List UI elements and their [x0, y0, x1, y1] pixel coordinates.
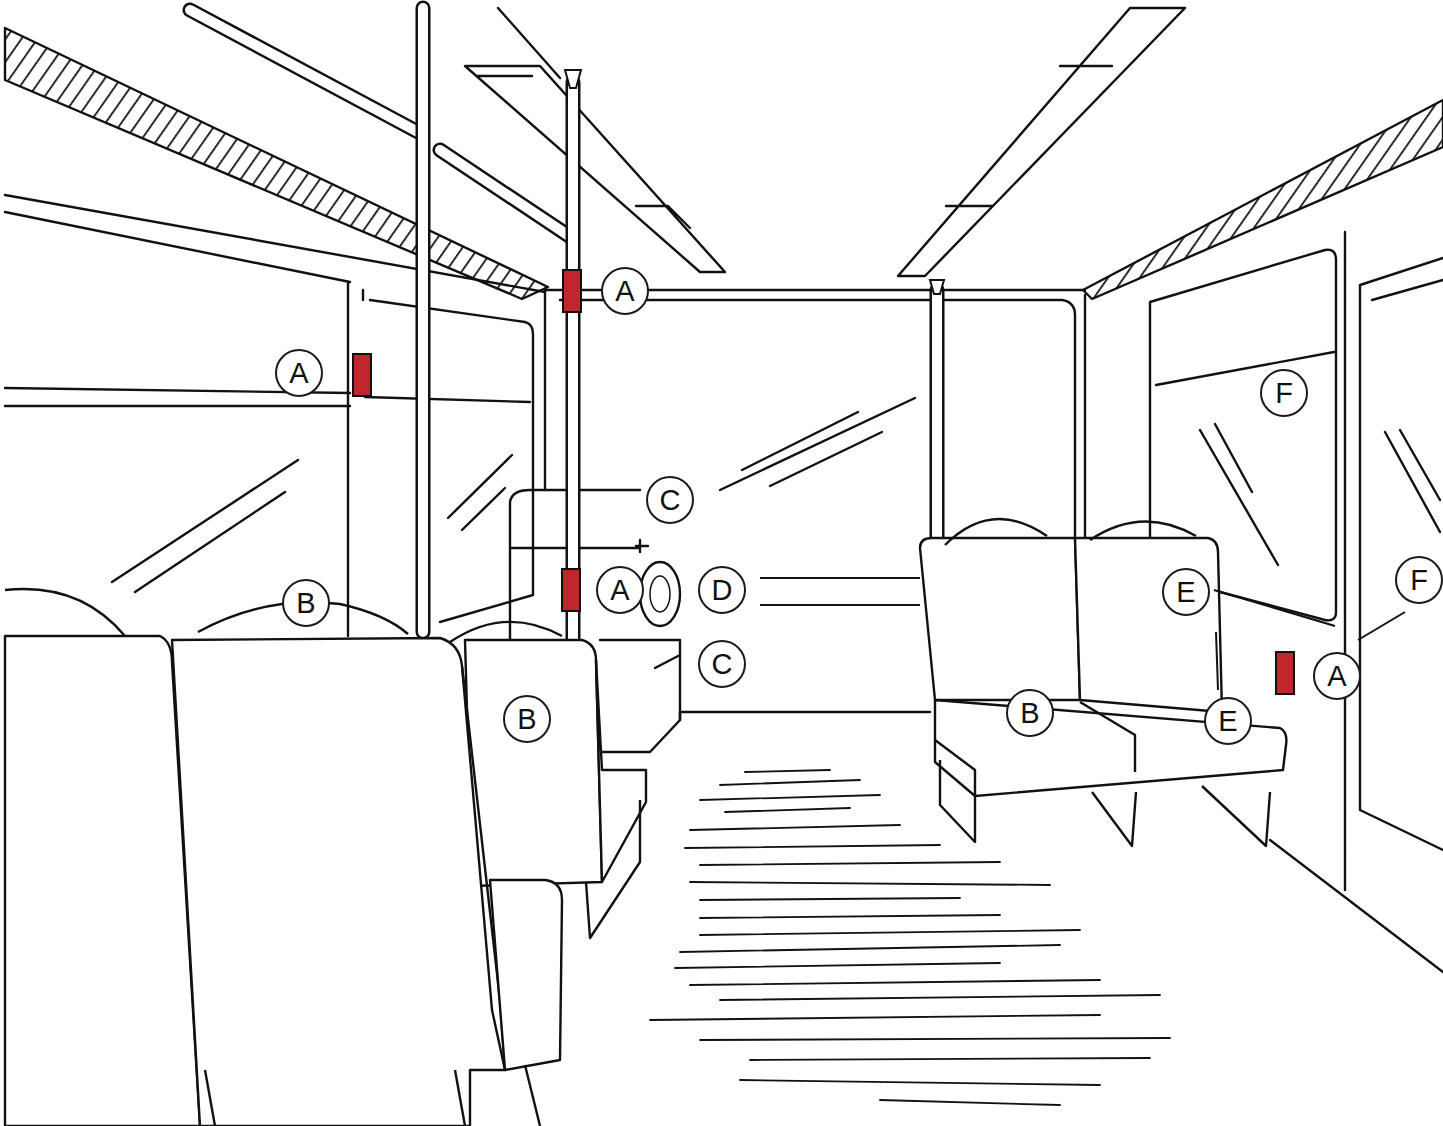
seat-headrail [5, 589, 408, 636]
glass-glare [1385, 430, 1440, 532]
rail-fill [190, 10, 572, 238]
callout-circle: B [1006, 689, 1054, 737]
callout-letter: C [712, 650, 733, 679]
window-frame [348, 282, 533, 636]
end-wall [545, 290, 1085, 720]
callout-circle: A [596, 566, 644, 614]
wall-line [5, 195, 545, 406]
pole-outline [423, 8, 937, 640]
callout-letter: A [610, 576, 629, 605]
red-marker [1276, 652, 1294, 694]
callout-circle: A [1313, 652, 1361, 700]
pole-fill [423, 8, 937, 640]
callout-letter: B [296, 589, 315, 618]
callout-circle: D [698, 566, 746, 614]
glass-glare [720, 398, 915, 490]
callout-letter: A [615, 277, 634, 306]
callout-letter: F [1410, 566, 1428, 595]
callout-circle: F [1395, 556, 1443, 604]
callout-letter: C [660, 486, 681, 515]
seat-headrail [945, 519, 1196, 545]
seat-back [1075, 538, 1222, 712]
callout-letter: A [1327, 662, 1346, 691]
callout-letter: B [1020, 699, 1039, 728]
seat-cushion [490, 880, 562, 1070]
grab-rails [190, 8, 944, 640]
callout-letter: E [1218, 707, 1237, 736]
callout-circle: A [601, 267, 649, 315]
seat-leg [205, 1065, 540, 1126]
seat-back [172, 638, 505, 1126]
steering-wheel [640, 562, 680, 626]
red-marker [562, 569, 580, 611]
seat-side [596, 660, 646, 882]
callout-circle: B [282, 579, 330, 627]
ceiling-light [898, 8, 1185, 276]
callout-circle: C [698, 640, 746, 688]
callout-circle: F [1260, 369, 1308, 417]
seat-leg [940, 760, 1270, 846]
seat-leg [586, 800, 640, 938]
callout-circle: C [646, 476, 694, 524]
callout-letter: A [289, 359, 308, 388]
callout-letter: D [712, 576, 733, 605]
red-marker [353, 354, 371, 396]
pole-cap [565, 70, 944, 294]
floor-texture [650, 770, 1170, 1105]
callout-letter: F [1275, 379, 1293, 408]
leader-line [760, 578, 920, 605]
seat-back [465, 640, 602, 886]
glass-glare [112, 455, 512, 592]
rail-outline [190, 10, 572, 238]
red-marker [563, 270, 581, 312]
callout-circle: B [503, 695, 551, 743]
emergency-markers [353, 270, 1294, 694]
seat-headrail [450, 622, 562, 642]
seat-edge [462, 666, 505, 1070]
callout-circle: E [1162, 568, 1210, 616]
seat-back [920, 538, 1080, 700]
seat-cushion [935, 700, 1286, 796]
callout-circle: A [275, 349, 323, 397]
ceiling-light [465, 8, 725, 272]
leader-line [1214, 590, 1405, 690]
callout-letter: E [1176, 578, 1195, 607]
seat-back [5, 636, 200, 1126]
leader-lines [760, 578, 1405, 690]
floor-edge [1270, 840, 1443, 972]
window-frame [1345, 232, 1443, 890]
callout-letter: B [517, 705, 536, 734]
seats [5, 519, 1286, 1126]
steering-wheel [650, 576, 670, 612]
callout-circle: E [1204, 697, 1252, 745]
